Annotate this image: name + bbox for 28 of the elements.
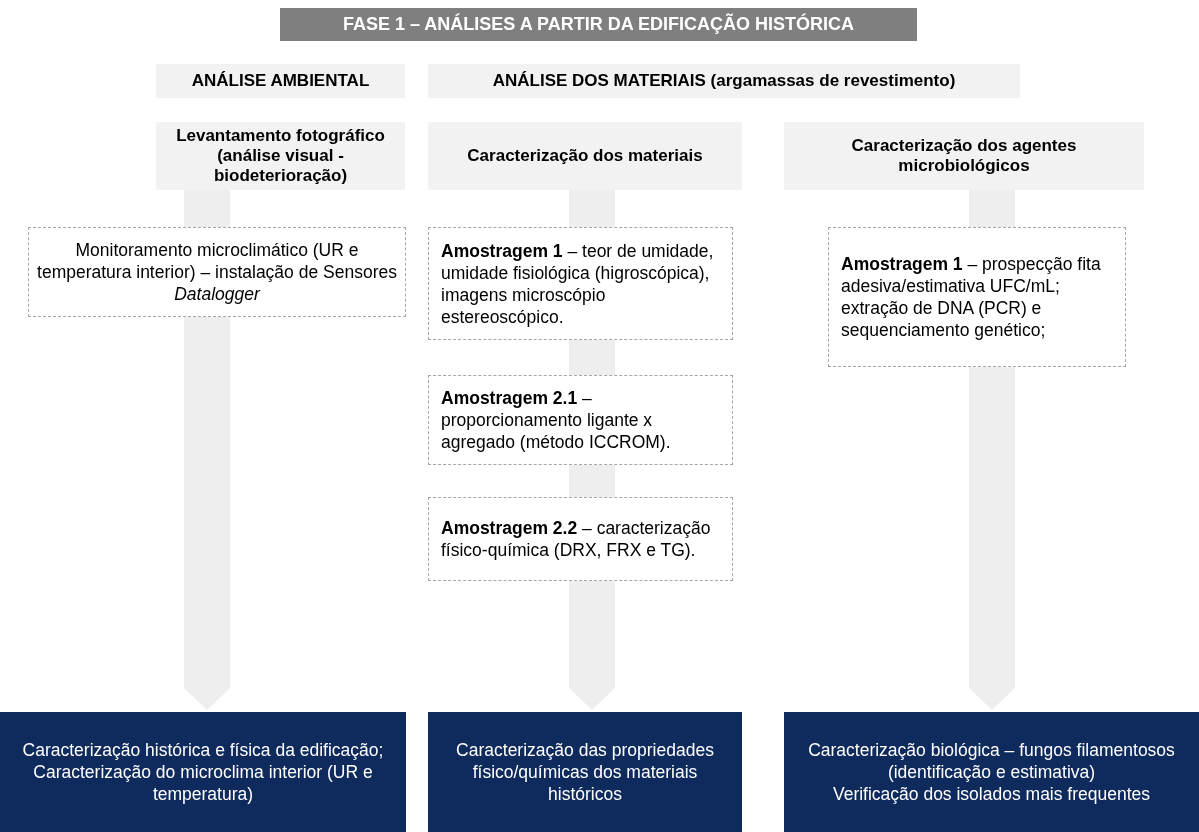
- result-box: [0, 712, 406, 832]
- task-box: [428, 497, 733, 581]
- box-text: Caracterização do microclima interior (UR e temperatura): [32, 761, 374, 805]
- box-text: FASE 1 – ANÁLISES A PARTIR DA EDIFICAÇÃO HISTÓRICA: [341, 14, 855, 35]
- task-box: [28, 227, 406, 317]
- box-text: ANÁLISE AMBIENTAL: [190, 71, 371, 91]
- task-box: [428, 375, 733, 465]
- task-box: [828, 227, 1126, 367]
- box-text: Caracterização biológica – fungos filamentosos (identificação e estimativa): [807, 739, 1176, 783]
- box-text: Verificação dos isolados mais frequentes: [831, 783, 1152, 805]
- box-text: Caracterização dos agentes microbiológicos: [850, 136, 1078, 176]
- box-text: Levantamento fotográfico (análise visual - biodeterioração): [175, 126, 386, 186]
- task-box: [428, 227, 733, 340]
- box-text: Amostragem 2.1 – proporcionamento ligante x agregado (método ICCROM).: [441, 387, 672, 453]
- result-box: [784, 712, 1199, 832]
- box-text: Caracterização das propriedades físico/químicas dos materiais históricos: [455, 739, 715, 805]
- arrow: [569, 581, 615, 710]
- box-text: Monitoramento microclimático (UR e temperatura interior) – instalação de Sensores Datalogger: [37, 239, 397, 305]
- box-text: ANÁLISE DOS MATERIAIS (argamassas de revestimento): [491, 71, 957, 91]
- box-text: Amostragem 1 – prospecção fita adesiva/estimativa UFC/mL; extração de DNA (PCR) e sequenciamento genético;: [841, 253, 1102, 341]
- arrow: [969, 367, 1015, 710]
- box-text: Caracterização dos materiais: [466, 146, 704, 166]
- box-text: Amostragem 2.2 – caracterização físico-química (DRX, FRX e TG).: [441, 517, 712, 561]
- title-banner: [280, 8, 917, 41]
- box-text: Caracterização histórica e física da edificação;: [21, 739, 385, 761]
- arrow: [184, 317, 230, 710]
- result-box: [428, 712, 742, 832]
- box-text: Amostragem 1 – teor de umidade, umidade fisiológica (higroscópica), imagens microscópio estereoscópico.: [441, 239, 715, 328]
